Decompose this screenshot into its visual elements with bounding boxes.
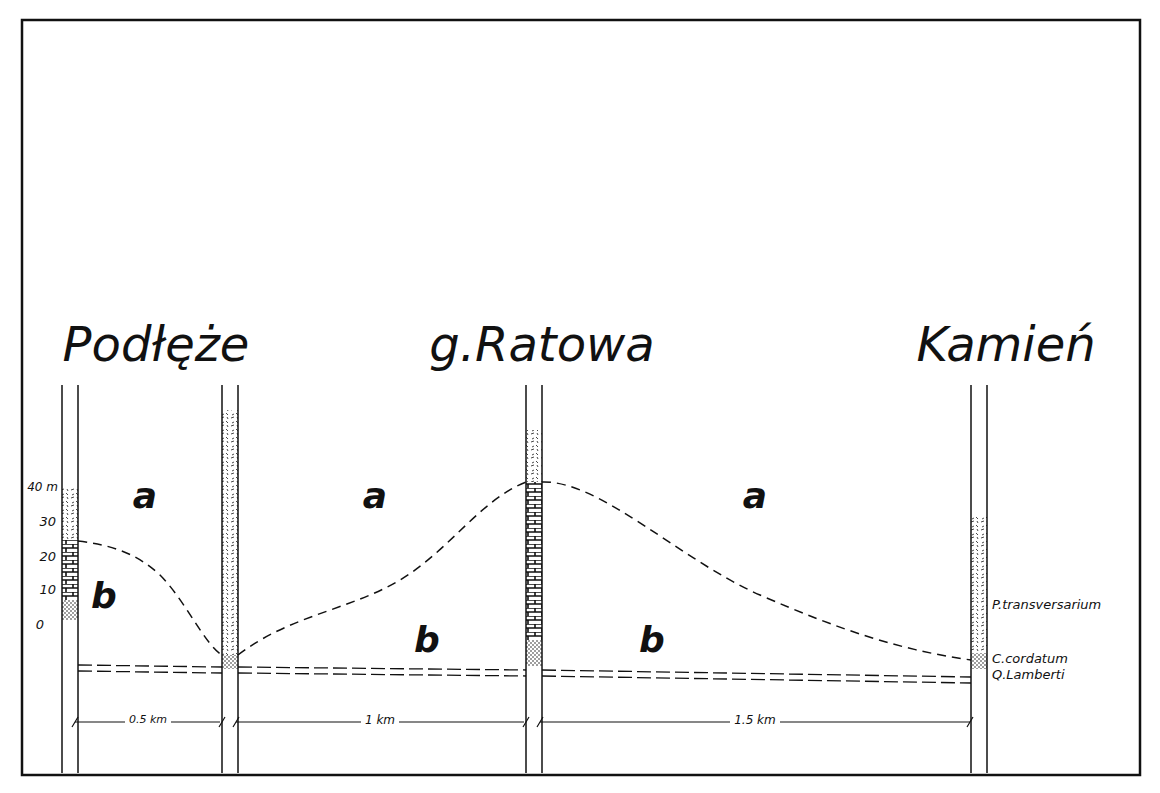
locality-name: Podłęże (63, 318, 250, 371)
column-middle (222, 385, 238, 773)
facies-letter: a (133, 476, 157, 516)
distance-label: 1.5 km (730, 714, 780, 727)
facies-letter: b (91, 576, 117, 616)
scale-number: 20 (39, 550, 56, 564)
locality-name: Kamień (916, 318, 1095, 371)
facies-letter: b (414, 620, 440, 660)
zone-name: P.transversarium (992, 598, 1101, 612)
scale-number: 40 m (27, 481, 58, 494)
scale-number: 0 (36, 618, 44, 632)
column-kamien (971, 385, 987, 773)
column-ratowa (526, 385, 542, 773)
facies-boundary (78, 482, 971, 660)
scale-number: 10 (39, 583, 56, 597)
frame (22, 20, 1140, 775)
horizon-lines (78, 665, 971, 683)
zone-name: Q.Lamberti (992, 668, 1065, 682)
facies-letter: a (743, 476, 767, 516)
locality-name: g.Ratowa (429, 318, 654, 371)
zone-name: C.cordatum (992, 652, 1068, 666)
column-podleze (62, 385, 78, 773)
scale-number: 30 (39, 515, 56, 529)
distance-label: 1 km (361, 714, 399, 727)
distance-label: 0.5 km (125, 714, 171, 726)
facies-letter: a (363, 476, 387, 516)
facies-letter: b (639, 620, 665, 660)
distance-scale (72, 717, 973, 727)
